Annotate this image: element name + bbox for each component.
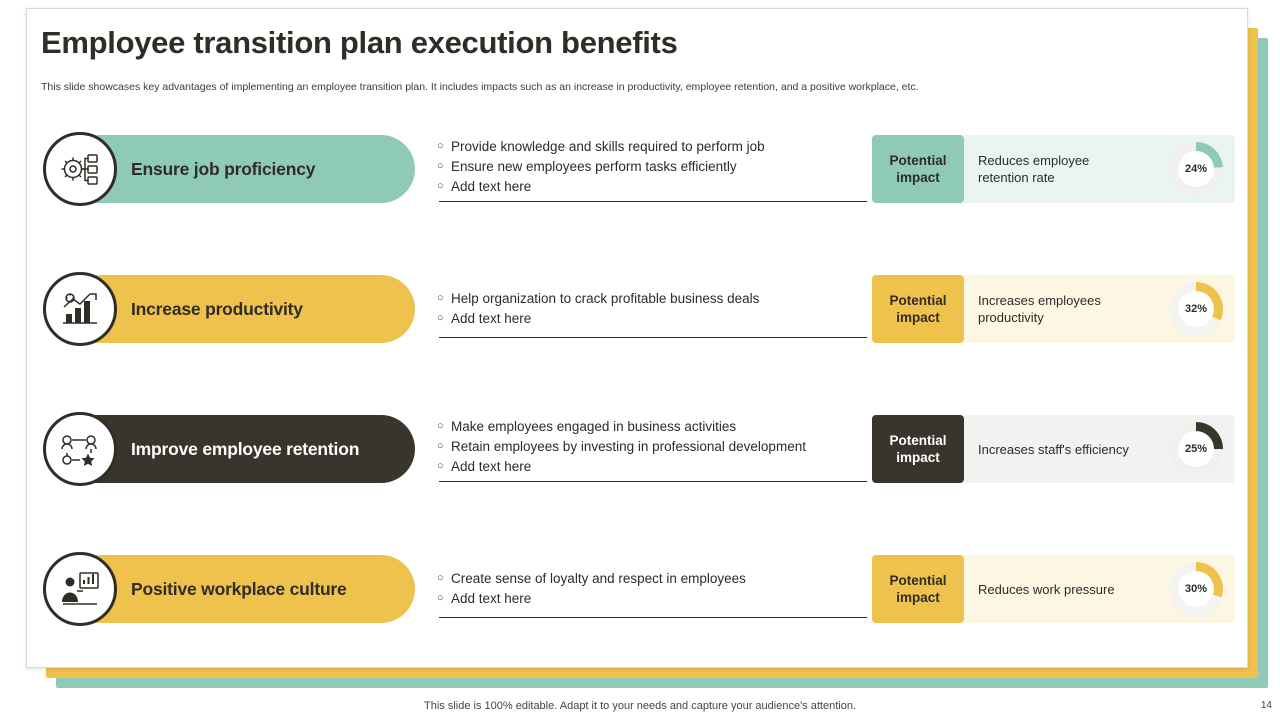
- bullet-item: ○ Provide knowledge and skills required t…: [437, 137, 867, 156]
- gear-network-icon: [58, 149, 102, 189]
- impact-body: Increases staff's efficiency 25%: [964, 415, 1235, 483]
- slide-body: Employee transition plan execution benef…: [26, 8, 1248, 668]
- bullet-text: Make employees engaged in business activ…: [451, 419, 737, 434]
- people-network-star-icon: [58, 429, 102, 469]
- benefit-pill[interactable]: Positive workplace culture: [43, 552, 415, 626]
- bullet-text: Retain employees by investing in profess…: [451, 439, 806, 454]
- bullet-item: ○ Retain employees by investing in profes…: [437, 437, 867, 456]
- benefit-icon-badge: [43, 272, 117, 346]
- bullet-text: Add text here: [451, 179, 532, 194]
- impact-donut-chart: 32%: [1169, 282, 1223, 336]
- benefit-icon-badge: [43, 412, 117, 486]
- bullet-marker-icon: ○: [437, 312, 444, 324]
- bullet-item: ○ Add text here: [437, 177, 867, 196]
- bullet-underline: [439, 617, 867, 618]
- person-presentation-icon: [58, 569, 102, 609]
- bullet-item: ○ Ensure new employees perform tasks effi…: [437, 157, 867, 176]
- benefit-pill-label: Increase productivity: [131, 298, 303, 319]
- impact-text: Increases employees productivity: [978, 293, 1101, 325]
- bullet-text: Add text here: [451, 311, 532, 326]
- impact-body: Reduces work pressure 30%: [964, 555, 1235, 623]
- impact-text: Reduces employee retention rate: [978, 153, 1090, 185]
- bullet-item: ○ Create sense of loyalty and respect in …: [437, 569, 867, 588]
- bullet-marker-icon: ○: [437, 140, 444, 152]
- impact-percentage: 25%: [1184, 443, 1208, 455]
- benefit-pill[interactable]: Increase productivity: [43, 272, 415, 346]
- bullet-text: Create sense of loyalty and respect in e…: [451, 571, 746, 586]
- impact-tab-label: Potential impact: [872, 135, 964, 203]
- benefit-pill[interactable]: Improve employee retention: [43, 412, 415, 486]
- bullet-marker-icon: ○: [437, 292, 444, 304]
- impact-tab-label: Potential impact: [872, 555, 964, 623]
- benefit-icon-badge: [43, 552, 117, 626]
- bullet-text: Ensure new employees perform tasks effic…: [451, 159, 737, 174]
- bullet-item: ○ Make employees engaged in business acti…: [437, 417, 867, 436]
- donut-hole: [1178, 431, 1214, 467]
- bullet-list: ○ Help organization to crack profitable b…: [437, 289, 867, 329]
- footer-note: This slide is 100% editable. Adapt it to…: [424, 700, 856, 712]
- impact-donut-chart: 25%: [1169, 422, 1223, 476]
- impact-donut-chart: 24%: [1169, 142, 1223, 196]
- bullet-list: ○ Make employees engaged in business acti…: [437, 417, 867, 477]
- benefit-pill[interactable]: Ensure job proficiency: [43, 132, 415, 206]
- donut-hole: [1178, 291, 1214, 327]
- impact-text: Increases staff's efficiency: [978, 441, 1129, 457]
- bullet-item: ○ Add text here: [437, 457, 867, 476]
- bullet-list: ○ Create sense of loyalty and respect in …: [437, 569, 867, 609]
- bullet-text: Add text here: [451, 591, 532, 606]
- impact-body: Reduces employee retention rate 24%: [964, 135, 1235, 203]
- impact-percentage: 24%: [1184, 163, 1208, 175]
- bullet-marker-icon: ○: [437, 180, 444, 192]
- bullet-underline: [439, 201, 867, 202]
- bullet-marker-icon: ○: [437, 460, 444, 472]
- benefit-row: Positive workplace culture ○ Create sense …: [27, 552, 1247, 629]
- impact-tab-label: Potential impact: [872, 275, 964, 343]
- impact-tab-label: Potential impact: [872, 415, 964, 483]
- bullet-text: Provide knowledge and skills required to…: [451, 139, 765, 154]
- benefit-icon-badge: [43, 132, 117, 206]
- impact-block: Potential impact Reduces work pressure 30%: [872, 555, 1235, 623]
- page-title: Employee transition plan execution benef…: [41, 25, 678, 60]
- impact-body: Increases employees productivity 32%: [964, 275, 1235, 343]
- growth-chart-icon: [58, 289, 102, 329]
- donut-hole: [1178, 151, 1214, 187]
- bullet-marker-icon: ○: [437, 160, 444, 172]
- bullet-underline: [439, 337, 867, 338]
- benefit-pill-label: Positive workplace culture: [131, 578, 347, 599]
- benefit-row: Improve employee retention ○ Make employee…: [27, 412, 1247, 489]
- bullet-marker-icon: ○: [437, 440, 444, 452]
- bullet-item: ○ Help organization to crack profitable b…: [437, 289, 867, 308]
- bullet-text: Add text here: [451, 459, 532, 474]
- page-number: 14: [1260, 700, 1272, 711]
- benefit-row: Increase productivity ○ Help organization …: [27, 272, 1247, 349]
- benefit-pill-label: Improve employee retention: [131, 438, 360, 459]
- donut-hole: [1178, 571, 1214, 607]
- impact-percentage: 30%: [1184, 583, 1208, 595]
- page-subtitle: This slide showcases key advantages of i…: [41, 81, 919, 93]
- bullet-marker-icon: ○: [437, 420, 444, 432]
- bullet-item: ○ Add text here: [437, 309, 867, 328]
- bullet-marker-icon: ○: [437, 592, 444, 604]
- bullet-text: Help organization to crack profitable bu…: [451, 291, 760, 306]
- bullet-underline: [439, 481, 867, 482]
- benefit-pill-label: Ensure job proficiency: [131, 158, 316, 179]
- impact-text: Reduces work pressure: [978, 581, 1115, 597]
- bullet-marker-icon: ○: [437, 572, 444, 584]
- bullet-list: ○ Provide knowledge and skills required t…: [437, 137, 867, 197]
- bullet-item: ○ Add text here: [437, 589, 867, 608]
- impact-percentage: 32%: [1184, 303, 1208, 315]
- impact-donut-chart: 30%: [1169, 562, 1223, 616]
- benefit-row: Ensure job proficiency ○ Provide knowledge…: [27, 132, 1247, 209]
